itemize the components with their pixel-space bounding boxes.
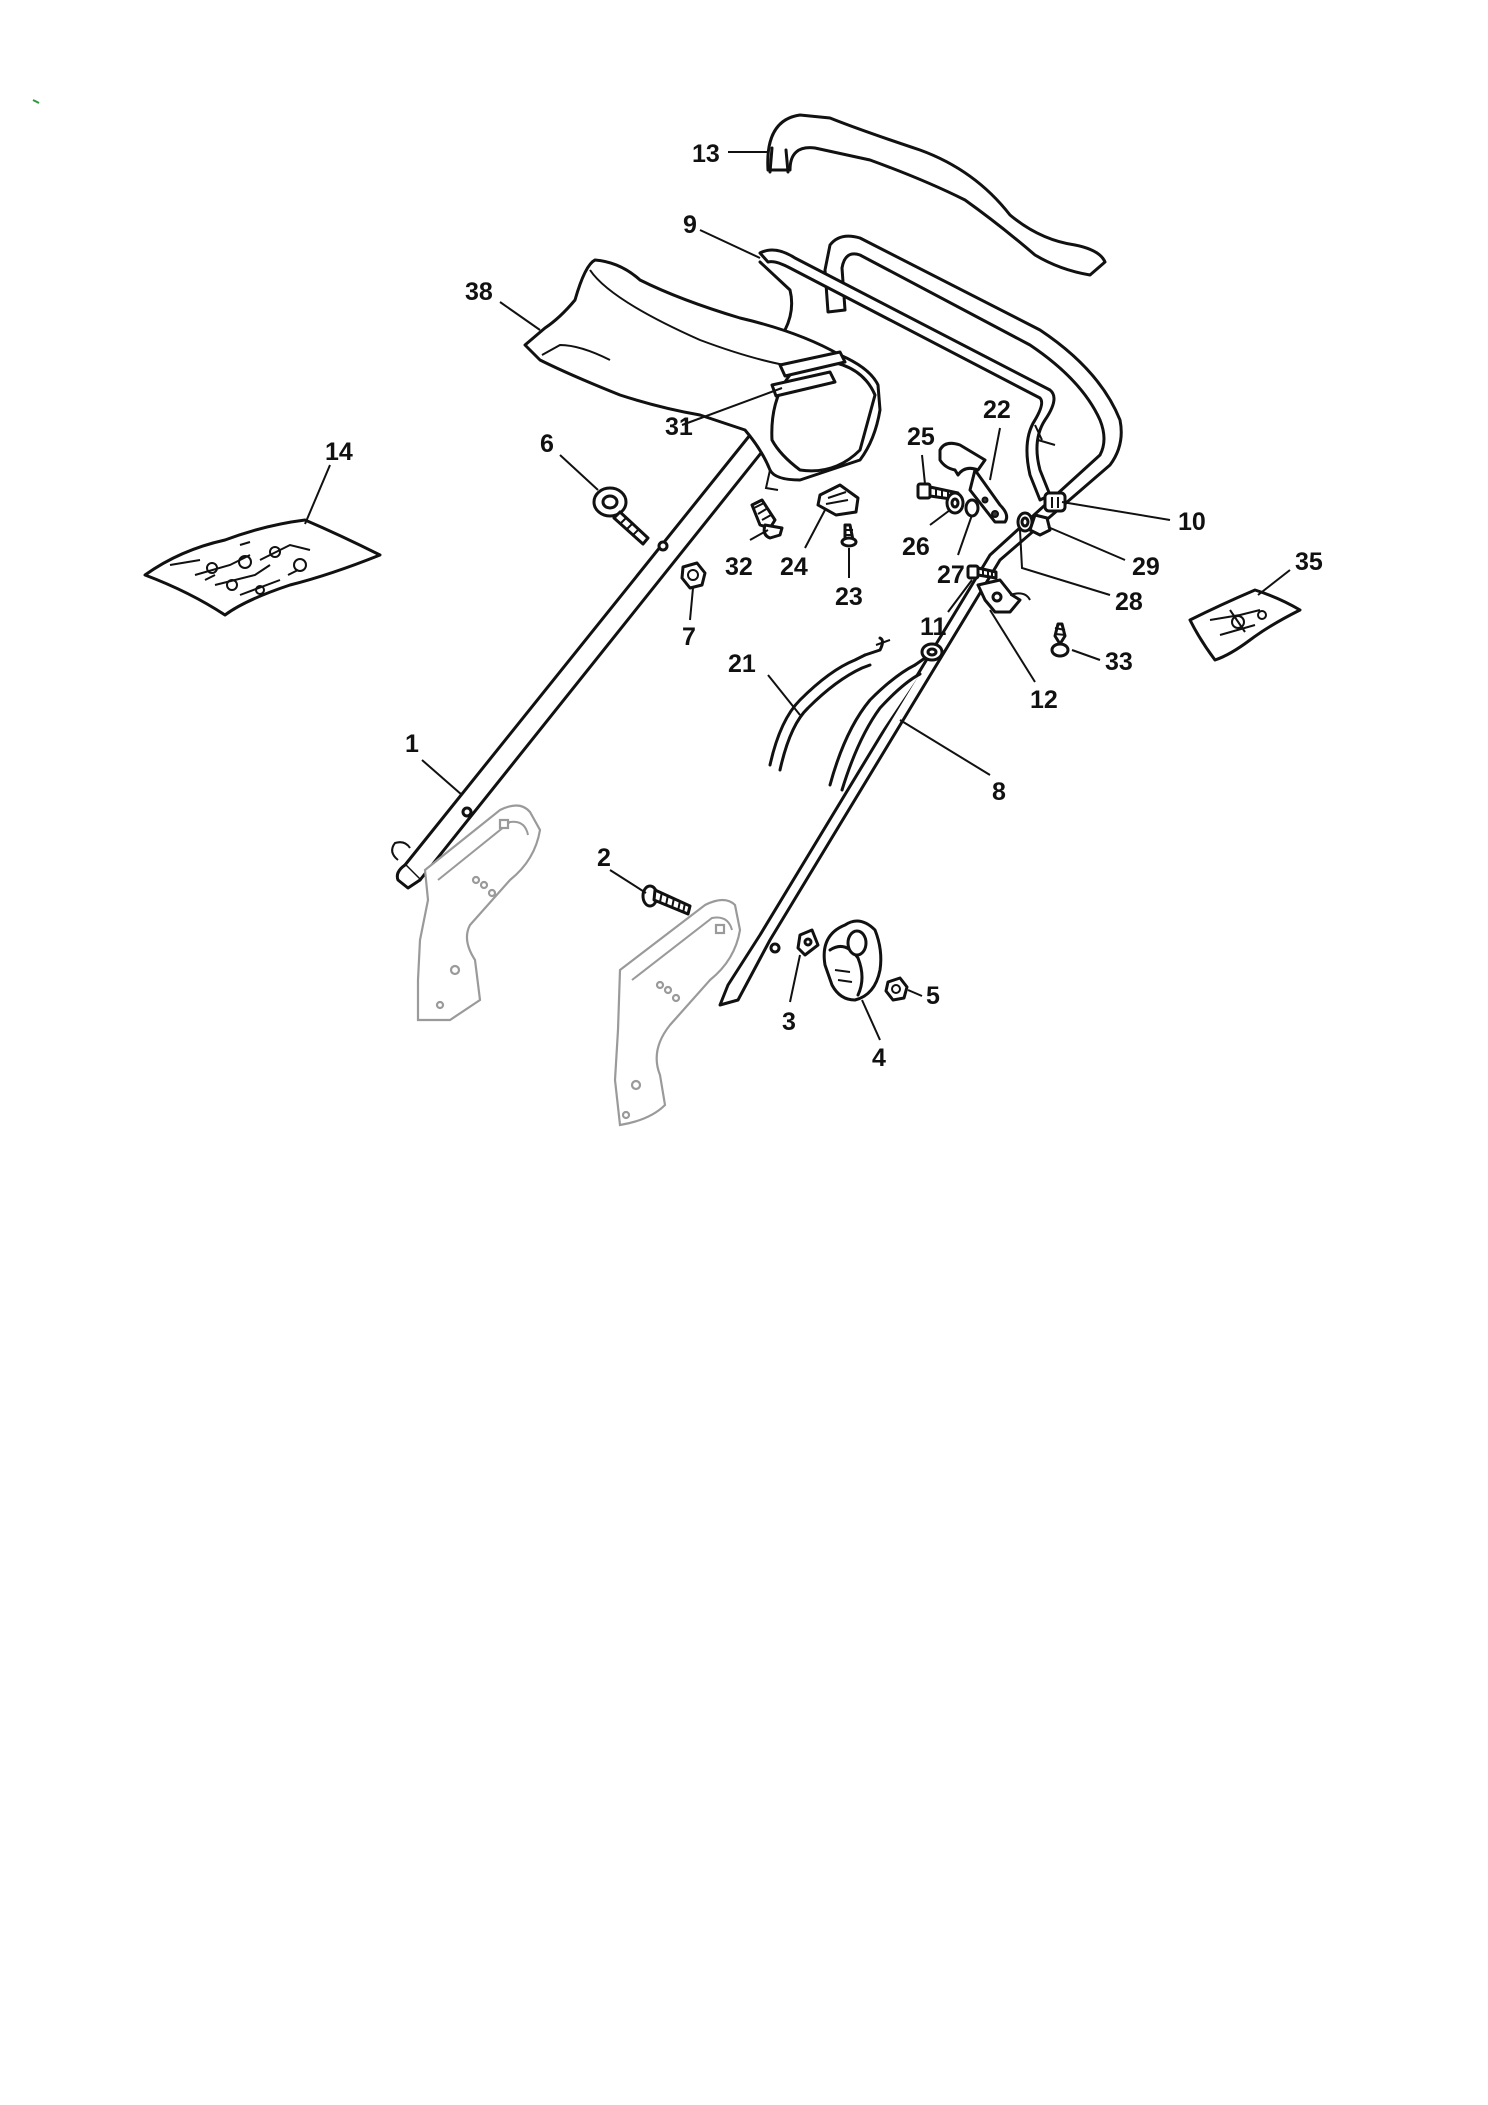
callout-24: 24 — [780, 553, 808, 581]
callout-11: 11 — [920, 613, 947, 641]
leader-31 — [681, 387, 783, 426]
callout-28: 28 — [1115, 588, 1143, 616]
cables — [768, 636, 944, 792]
leader-38 — [499, 301, 541, 331]
mower-side-brackets — [416, 804, 742, 1127]
callout-25: 25 — [907, 423, 935, 451]
leader-33 — [1071, 649, 1101, 661]
leader-27 — [957, 514, 973, 556]
callout-9: 9 — [683, 211, 697, 239]
leader-4 — [861, 999, 881, 1041]
screw-23 — [840, 523, 858, 548]
leader-lines — [304, 151, 1291, 1041]
callout-7: 7 — [682, 623, 696, 651]
leader-5 — [907, 989, 923, 997]
callout-21: 21 — [728, 650, 756, 678]
cable-clip-24 — [816, 483, 860, 517]
leader-28 — [1019, 529, 1111, 596]
hardware-bag-35 — [1188, 588, 1302, 662]
control-lever — [938, 441, 1009, 524]
leader-21 — [767, 674, 801, 716]
corner-mark — [32, 99, 40, 104]
callout-6: 6 — [540, 430, 554, 458]
leader-9 — [699, 229, 761, 259]
callout-5: 5 — [926, 982, 940, 1010]
screw-33 — [1050, 622, 1070, 658]
callout-22: 22 — [983, 396, 1011, 424]
knob-4 — [822, 919, 883, 1002]
callout-29: 29 — [1132, 553, 1160, 581]
bolt-2 — [641, 884, 692, 916]
leader-35 — [1257, 569, 1291, 596]
callout-2: 2 — [597, 844, 611, 872]
leader-2 — [609, 869, 647, 894]
bolt-11 — [966, 564, 998, 580]
callout-27: 27 — [937, 561, 965, 589]
callout-31: 31 — [665, 413, 693, 441]
bracket-12 — [976, 578, 1031, 614]
callout-13: 13 — [692, 140, 720, 168]
callout-14: 14 — [325, 438, 353, 466]
washers-26-27 — [945, 491, 980, 518]
callout-38: 38 — [465, 278, 493, 306]
hardware-bag-14 — [143, 518, 382, 617]
leader-7 — [689, 587, 694, 621]
leader-6 — [559, 454, 599, 491]
leader-26 — [929, 509, 951, 526]
callout-23: 23 — [835, 583, 863, 611]
screw-32 — [750, 498, 784, 540]
callout-8: 8 — [992, 778, 1006, 806]
callout-12: 12 — [1030, 686, 1058, 714]
rod-end-nut — [1043, 491, 1067, 513]
leader-8 — [899, 719, 991, 776]
callout-1: 1 — [405, 730, 419, 758]
nut-7 — [680, 561, 707, 590]
leader-3 — [789, 954, 801, 1003]
upper-handle-bar — [766, 113, 1107, 277]
leader-11 — [947, 579, 973, 613]
leader-1 — [421, 759, 463, 796]
leader-29 — [1047, 526, 1126, 561]
leader-25 — [921, 454, 926, 485]
callout-33: 33 — [1105, 648, 1133, 676]
nut-29-28 — [1016, 511, 1052, 537]
callout-35: 35 — [1295, 548, 1323, 576]
nut-5 — [884, 976, 909, 1002]
eye-bolt-6 — [592, 486, 650, 546]
callout-3: 3 — [782, 1008, 796, 1036]
callout-4: 4 — [872, 1044, 886, 1072]
leader-12 — [989, 609, 1036, 683]
leader-24 — [804, 509, 826, 549]
callout-32: 32 — [725, 553, 753, 581]
leader-22 — [989, 427, 1001, 481]
cover-strap — [770, 350, 847, 398]
callout-labels: 13 9 38 31 14 6 7 32 24 23 25 22 26 27 1… — [325, 140, 1323, 1072]
pin-3 — [796, 928, 820, 957]
leader-10 — [1061, 501, 1171, 521]
handle-cover — [523, 258, 882, 491]
callout-10: 10 — [1178, 508, 1206, 536]
leader-32 — [749, 529, 769, 541]
leader-14 — [304, 464, 331, 525]
control-rod — [758, 248, 1056, 502]
callout-26: 26 — [902, 533, 930, 561]
